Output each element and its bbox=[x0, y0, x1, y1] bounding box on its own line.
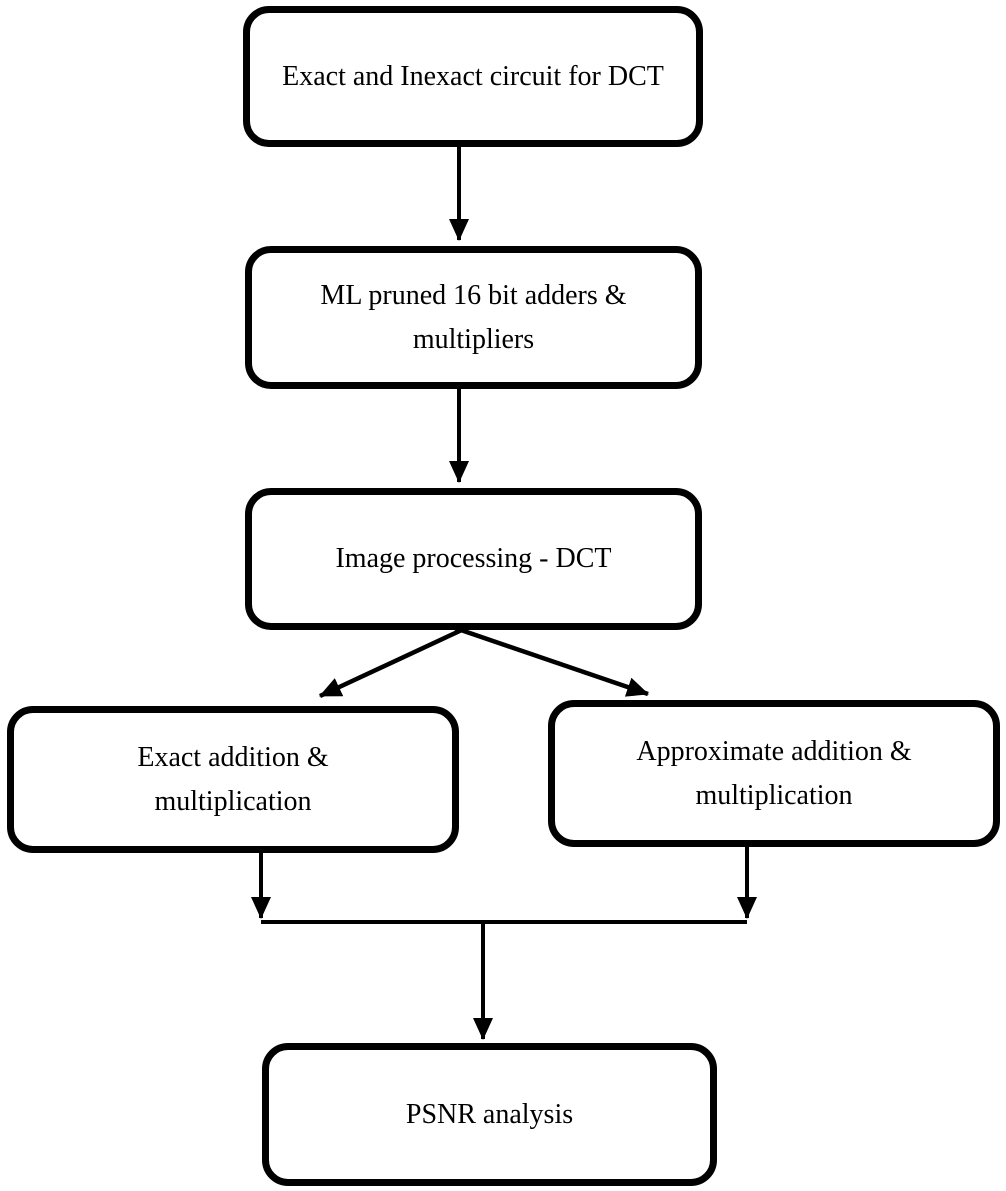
node-ml-pruned-16-bit-adders-multipliers: ML pruned 16 bit adders & multipliers bbox=[245, 246, 702, 389]
node-label: ML pruned 16 bit adders & multipliers bbox=[320, 280, 627, 355]
node-exact-inexact-circuit-for-dct: Exact and Inexact circuit for DCT bbox=[243, 6, 703, 147]
node-image-processing-dct: Image processing - DCT bbox=[245, 488, 702, 630]
node-label: Exact and Inexact circuit for DCT bbox=[282, 60, 664, 92]
node-exact-addition-multiplication: Exact addition & multiplication bbox=[7, 706, 459, 853]
node-approximate-addition-multiplication: Approximate addition & multiplication bbox=[548, 700, 1000, 847]
node-label: Image processing - DCT bbox=[335, 543, 612, 575]
node-psnr-analysis: PSNR analysis bbox=[262, 1043, 717, 1186]
node-label: PSNR analysis bbox=[405, 1098, 574, 1130]
node-label: Exact addition & multiplication bbox=[137, 742, 329, 817]
node-label: Approximate addition & multiplication bbox=[636, 736, 912, 811]
